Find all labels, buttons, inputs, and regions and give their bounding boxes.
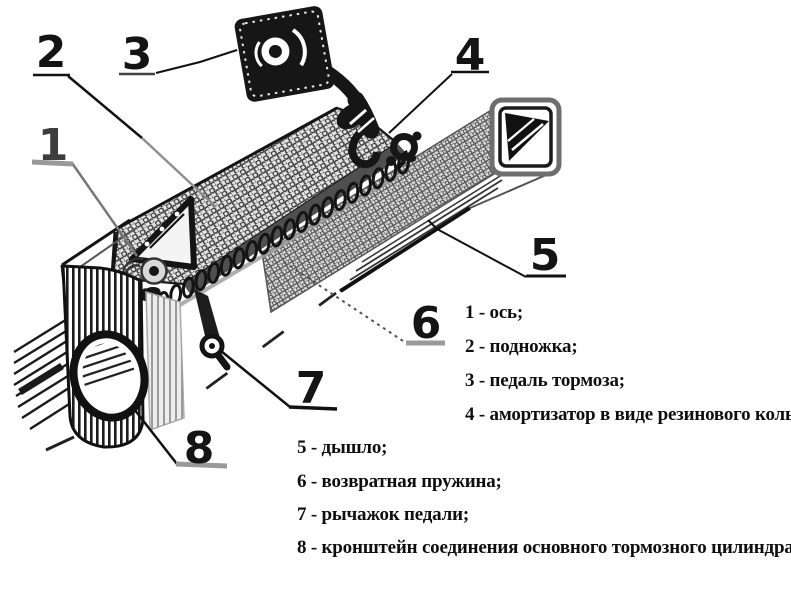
rubber-ring-shock [386,131,422,166]
legend-item-6: 6 - возвратная пружина; [297,471,502,492]
callout-6: 6 [411,298,442,349]
beam-open-end [489,97,562,177]
pedal-lever [194,289,231,371]
callout-5: 5 [530,230,561,281]
bracket-back-strip [145,290,185,432]
mounting-bracket [61,264,149,449]
drawbar-beam [45,107,554,452]
legend-item-3: 3 - педаль тормоза; [465,370,625,391]
legend-item-7: 7 - рычажок педали; [297,504,469,525]
legend-item-8: 8 - кронштейн соединения основного тормо… [297,537,791,558]
legend-item-5: 5 - дышло; [297,437,388,458]
callout-leaders [67,49,527,465]
legend-item-4: 4 - амортизатор в виде резинового кольца… [465,404,791,425]
legend-item-2: 2 - подножка; [465,336,578,357]
callout-2: 2 [36,27,67,78]
callout-underlines [31,70,566,469]
brake-pedal-pad [234,6,335,102]
callout-4: 4 [455,30,486,81]
callout-8: 8 [184,423,215,474]
callout-3: 3 [122,29,153,80]
callout-1: 1 [38,120,69,171]
legend-item-1: 1 - ось; [465,302,524,323]
callout-7: 7 [296,363,327,414]
